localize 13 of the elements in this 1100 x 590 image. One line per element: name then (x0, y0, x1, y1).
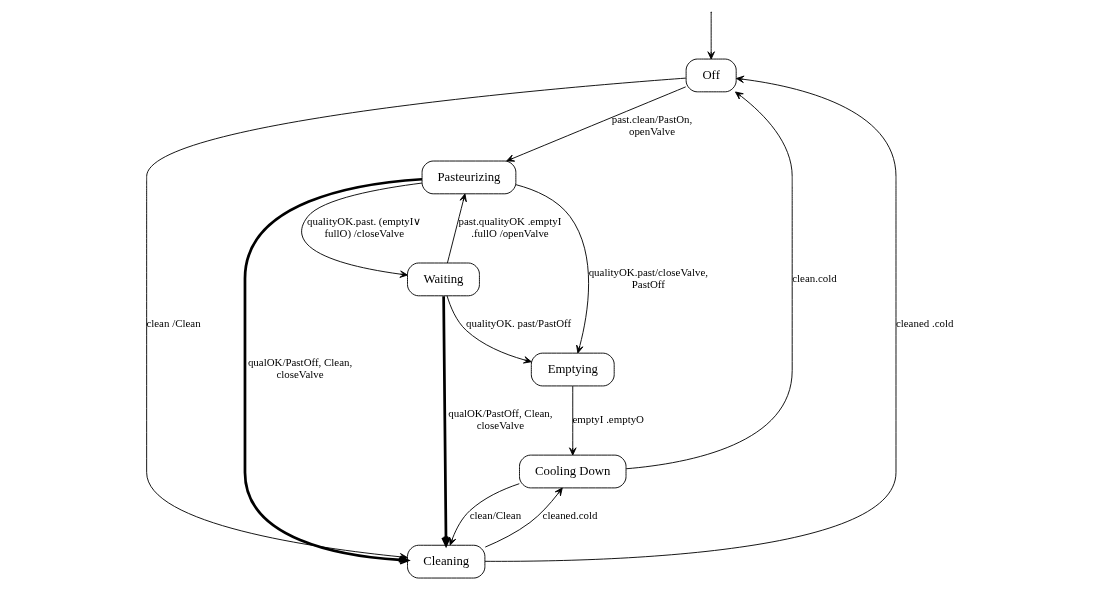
edge-label: clean/Clean (469, 509, 522, 522)
edge-label: past.qualityOK .emptyI .fullO /openValve (458, 215, 562, 240)
edge-label: cleaned .cold (895, 317, 954, 330)
edge-label: qualityOK. past/PastOff (465, 317, 572, 330)
edge-label: qualityOK.past/closeValve, PastOff (588, 266, 709, 291)
edge-label: qualOK/PastOff, Clean, closeValve (247, 356, 353, 381)
edge-label: qualityOK.past. (emptyI∨ fullO) /closeValve (307, 215, 422, 240)
edge-label: past.clean/PastOn, openValve (611, 113, 693, 138)
edge-label: emptyI .emptyO (572, 413, 645, 426)
edge-label: cleaned.cold (542, 509, 598, 522)
edge-label: clean /Clean (146, 317, 201, 330)
edge-label: clean.cold (792, 272, 837, 285)
edge-label: qualOK/PastOff, Clean, closeValve (448, 407, 553, 432)
